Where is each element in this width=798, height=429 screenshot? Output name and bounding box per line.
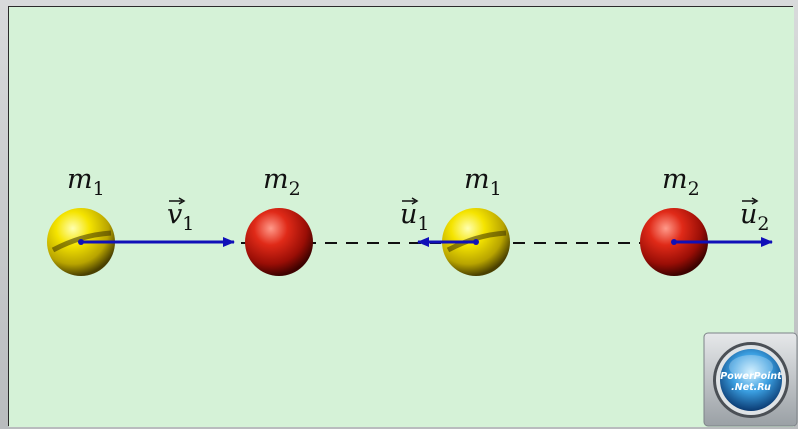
logo-text-line1: PowerPoint bbox=[720, 371, 782, 382]
velocity-label-v1: v1 bbox=[167, 197, 194, 235]
mass-label-m1-after: m1 bbox=[464, 164, 502, 200]
ball-m2-before bbox=[245, 208, 313, 276]
svg-text:u2: u2 bbox=[740, 199, 769, 235]
svg-text:u1: u1 bbox=[400, 199, 429, 235]
velocity-label-u2: u2 bbox=[740, 197, 769, 235]
powerpoint-net-ru-logo: PowerPoint .Net.Ru bbox=[703, 332, 798, 427]
velocity-label-u1: u1 bbox=[400, 197, 429, 235]
mass-label-m2-after: m2 bbox=[662, 164, 700, 200]
mass-label-m1-before: m1 bbox=[67, 164, 105, 200]
mass-label-m2-before: m2 bbox=[263, 164, 301, 200]
svg-text:v1: v1 bbox=[167, 199, 194, 235]
slide-canvas: m1 m2 m1 m2 v1 u1 u2 bbox=[8, 6, 794, 427]
collision-diagram: m1 m2 m1 m2 v1 u1 u2 bbox=[9, 7, 794, 427]
logo-text-line2: .Net.Ru bbox=[731, 382, 771, 393]
